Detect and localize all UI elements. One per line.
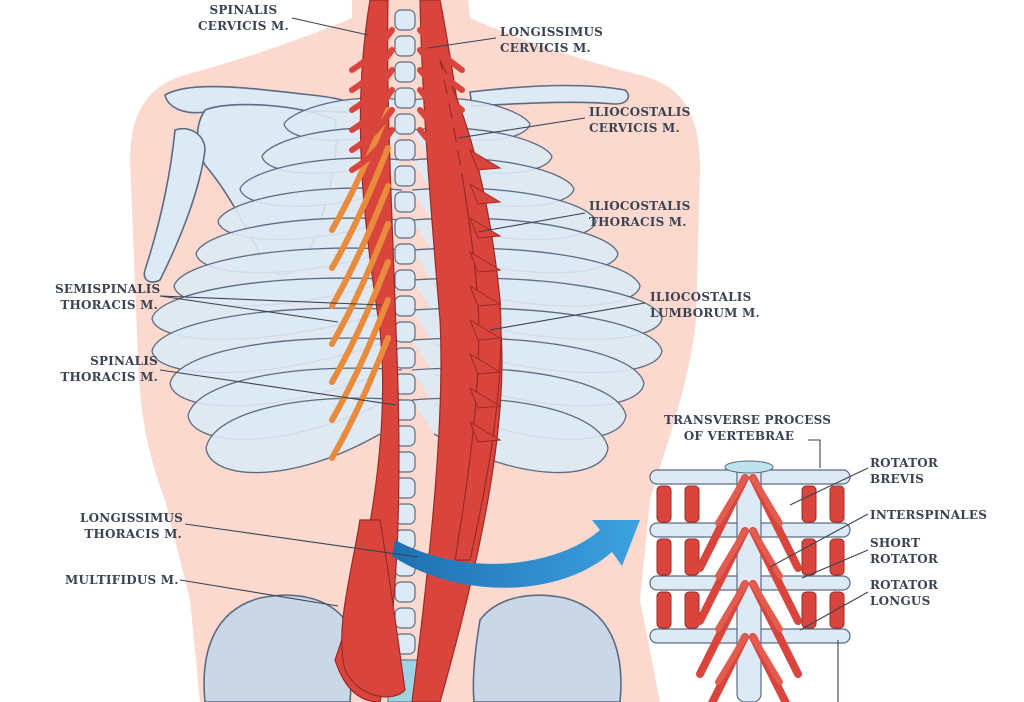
- rotator-brevis-fiber: [656, 485, 672, 523]
- iliocostalis-slip: [468, 250, 502, 273]
- spinalis-cervicis-strand: [349, 87, 395, 133]
- iliocostalis-slip: [468, 216, 502, 239]
- vertebra: [394, 347, 416, 369]
- iliocostalis-slip: [468, 284, 502, 307]
- iliocostalis-slip: [468, 386, 502, 409]
- pelvis: [203, 594, 622, 702]
- spinous-column: [736, 464, 762, 702]
- label-interspinales: INTERSPINALES: [870, 508, 988, 522]
- iliocostalis-slip: [468, 182, 502, 205]
- vertebra: [394, 61, 416, 83]
- vertebra: [394, 243, 416, 265]
- iliocostalis-slip: [468, 148, 502, 171]
- semispinalis-strand: [329, 335, 391, 461]
- iliocostalis-slip: [468, 420, 502, 443]
- rotator-brevis-fiber: [684, 538, 700, 576]
- rotator-brevis-fiber: [801, 538, 817, 576]
- vertebra: [394, 607, 416, 629]
- vertebra: [394, 139, 416, 161]
- vertebra: [394, 113, 416, 135]
- vertebra: [394, 165, 416, 187]
- rotator-brevis-fiber: [684, 591, 700, 629]
- deep-muscles-inset: [649, 460, 851, 702]
- short-rotator-right: [750, 475, 783, 526]
- rotator-brevis-fiber: [656, 538, 672, 576]
- iliocostalis-slip: [468, 352, 502, 375]
- vertebra: [394, 321, 416, 343]
- short-rotator-right: [750, 528, 783, 579]
- longissimus-cervicis-strand: [417, 107, 465, 153]
- longissimus-cervicis-strand: [417, 87, 465, 133]
- label-multifidus: MULTIFIDUS M.: [65, 573, 179, 587]
- semispinalis-strand: [329, 259, 391, 385]
- spinalis-cervicis-strand: [349, 47, 395, 93]
- rotator-brevis-fiber: [829, 591, 845, 629]
- semispinalis-strand: [329, 183, 391, 309]
- short-rotator-left: [715, 634, 748, 685]
- longissimus-cervicis-strand: [417, 67, 465, 113]
- short-rotator-left: [715, 581, 748, 632]
- vertebra: [394, 269, 416, 291]
- clavicle-right: [469, 84, 630, 107]
- spinalis-left: [334, 0, 400, 702]
- short-rotator-left: [715, 475, 748, 526]
- vertebra: [394, 191, 416, 213]
- vertebra: [394, 35, 416, 57]
- back-muscles: [329, 0, 503, 702]
- rotator-brevis-fiber: [801, 485, 817, 523]
- multifidus: [341, 519, 406, 698]
- rotator-brevis-fiber: [801, 591, 817, 629]
- rotator-brevis-fiber: [684, 485, 700, 523]
- spinalis-cervicis-strand: [349, 67, 395, 113]
- semispinalis-strand: [329, 221, 391, 347]
- short-rotator-right: [750, 581, 783, 632]
- spinalis-cervicis-strand: [349, 127, 395, 173]
- vertebra: [394, 581, 416, 603]
- longissimus-cervicis-strand: [417, 47, 465, 93]
- rotator-brevis-fiber: [829, 485, 845, 523]
- iliocostalis-slip: [468, 318, 502, 341]
- spinalis-cervicis-strand: [349, 107, 395, 153]
- spinalis-cervicis-strand: [349, 27, 395, 73]
- zoom-arrow: [392, 520, 640, 588]
- vertebra: [394, 87, 416, 109]
- short-rotator-right: [750, 634, 783, 685]
- longissimus-cervicis-strand: [417, 127, 465, 173]
- short-rotator-left: [715, 528, 748, 579]
- semispinalis-strand: [329, 145, 391, 271]
- vertebra: [394, 295, 416, 317]
- vertebral-body-top: [724, 460, 774, 474]
- longissimus-cervicis-strand: [417, 27, 465, 73]
- rotator-brevis-fiber: [829, 538, 845, 576]
- vertebra: [394, 217, 416, 239]
- rotator-brevis-fiber: [656, 591, 672, 629]
- vertebra: [394, 9, 416, 31]
- semispinalis-strand: [329, 297, 391, 423]
- leader-lines: [159, 17, 869, 702]
